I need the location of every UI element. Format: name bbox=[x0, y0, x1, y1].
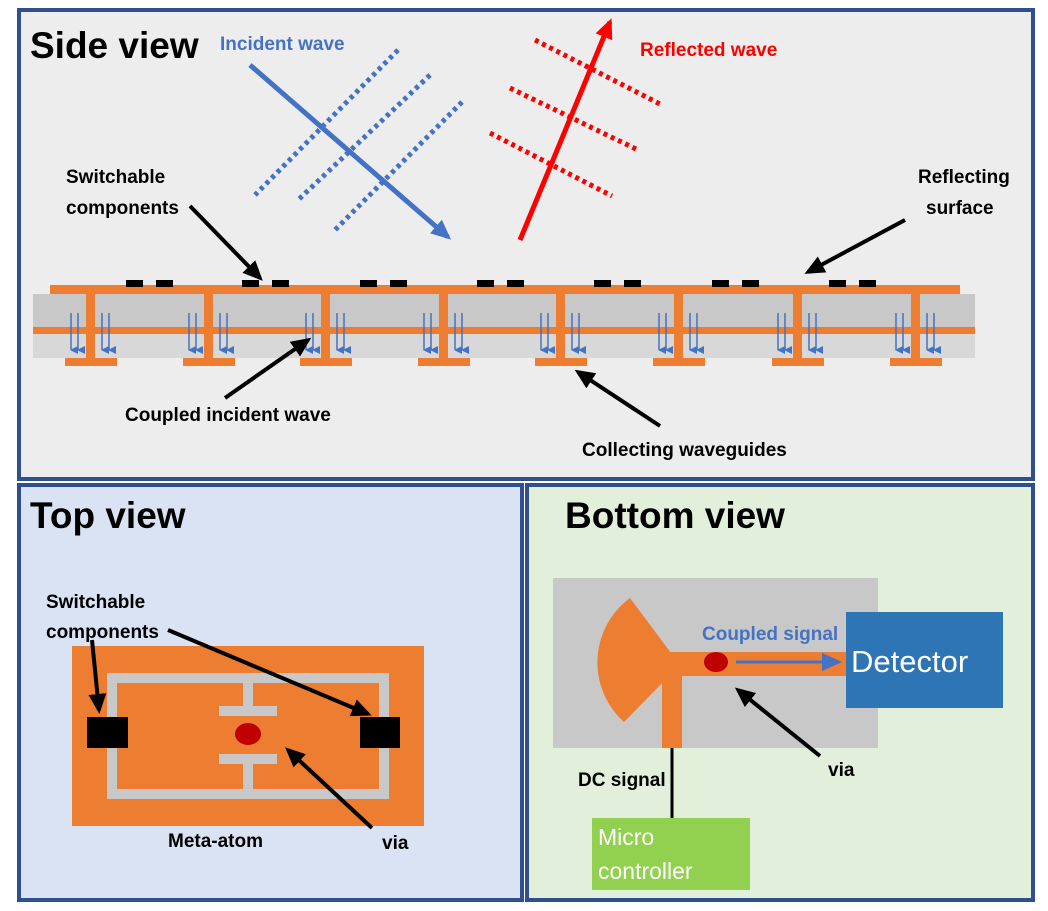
collecting-waveguide-pad bbox=[890, 358, 942, 366]
top-switchable-pointer-left bbox=[88, 639, 107, 714]
collecting-waveguides-pointer bbox=[574, 369, 662, 428]
switchable-component bbox=[360, 280, 377, 287]
micro-controller-box bbox=[592, 818, 750, 890]
detector-box bbox=[846, 612, 1003, 708]
incident-wavefront-3 bbox=[333, 100, 464, 232]
switchable-component bbox=[742, 280, 759, 287]
top-view-panel: Top view Switchable components Meta-atom… bbox=[17, 483, 524, 902]
meta-atom-cross-sections bbox=[65, 280, 942, 366]
switchable-component bbox=[126, 280, 143, 287]
meta-atom-bottom-stub-stem bbox=[243, 754, 253, 789]
reflected-wave-label: Reflected wave bbox=[640, 40, 777, 61]
reflecting-surface-layer bbox=[50, 285, 960, 294]
incident-wave-label: Incident wave bbox=[220, 34, 345, 55]
incident-wavefront-2 bbox=[296, 73, 432, 202]
collecting-line bbox=[670, 652, 850, 676]
coupled-signal-label: Coupled signal bbox=[702, 624, 838, 645]
bottom-view-title: Bottom view bbox=[565, 495, 785, 536]
top-view-title: Top view bbox=[30, 495, 186, 536]
dc-signal-label: DC signal bbox=[578, 770, 666, 791]
micro-controller-label-1: Micro bbox=[598, 824, 654, 850]
meta-atom-top-stub-stem bbox=[243, 683, 253, 716]
collecting-waveguide-pad bbox=[653, 358, 705, 366]
switchable-components-pointer bbox=[188, 204, 263, 281]
side-via bbox=[86, 290, 95, 358]
bottom-view-panel: Bottom view Coupled signal Detector DC s… bbox=[525, 483, 1035, 902]
side-via bbox=[674, 290, 683, 358]
bottom-via bbox=[704, 652, 728, 672]
incident-wavefront-1 bbox=[253, 48, 400, 197]
collecting-waveguide-pad bbox=[535, 358, 587, 366]
collecting-waveguide-pad bbox=[65, 358, 117, 366]
switchable-component bbox=[859, 280, 876, 287]
switchable-component-right bbox=[360, 717, 400, 748]
substrate-lower bbox=[33, 334, 975, 358]
reflecting-surface-label-2: surface bbox=[926, 198, 994, 219]
switchable-component bbox=[829, 280, 846, 287]
coupled-incident-pointer bbox=[223, 337, 312, 400]
collecting-waveguide-pad bbox=[183, 358, 235, 366]
side-via bbox=[793, 290, 802, 358]
reflecting-surface-label-1: Reflecting bbox=[918, 167, 1010, 188]
collecting-waveguide-pad bbox=[300, 358, 352, 366]
switchable-component bbox=[156, 280, 173, 287]
collecting-waveguide-pad bbox=[418, 358, 470, 366]
dc-feed-line bbox=[662, 664, 682, 748]
switchable-component bbox=[624, 280, 641, 287]
reflected-wave-arrow bbox=[517, 18, 613, 241]
switchable-components-label-1: Switchable bbox=[66, 167, 165, 188]
micro-controller-label-2: controller bbox=[598, 858, 693, 884]
side-via bbox=[911, 290, 920, 358]
side-via bbox=[556, 290, 565, 358]
switchable-component bbox=[390, 280, 407, 287]
detector-label: Detector bbox=[851, 644, 968, 679]
incident-wave-arrow bbox=[248, 63, 452, 240]
top-switchable-label-1: Switchable bbox=[46, 592, 145, 613]
switchable-component bbox=[507, 280, 524, 287]
switchable-component bbox=[272, 280, 289, 287]
side-via bbox=[321, 290, 330, 358]
side-view-frame bbox=[17, 8, 1035, 481]
reflecting-surface-pointer bbox=[804, 218, 906, 274]
switchable-component bbox=[477, 280, 494, 287]
coupled-incident-wave-label: Coupled incident wave bbox=[125, 405, 331, 426]
reflected-wavefront-3 bbox=[488, 130, 614, 199]
collecting-waveguides-label: Collecting waveguides bbox=[582, 440, 787, 461]
top-via-pointer bbox=[285, 747, 374, 830]
side-via bbox=[204, 290, 213, 358]
bottom-via-label: via bbox=[828, 760, 855, 781]
switchable-component bbox=[712, 280, 729, 287]
meta-atom-label: Meta-atom bbox=[168, 831, 263, 852]
top-via bbox=[235, 723, 261, 745]
top-switchable-pointer-right bbox=[167, 628, 372, 717]
collecting-waveguide-pad bbox=[772, 358, 824, 366]
top-switchable-label-2: components bbox=[46, 622, 159, 643]
switchable-component bbox=[594, 280, 611, 287]
top-via-label: via bbox=[382, 833, 409, 854]
middle-ground-layer bbox=[33, 327, 975, 334]
switchable-component bbox=[242, 280, 259, 287]
bottom-via-pointer bbox=[734, 687, 822, 758]
radial-stub bbox=[597, 598, 680, 722]
side-view-title: Side view bbox=[30, 25, 199, 66]
side-via bbox=[439, 290, 448, 358]
switchable-components-label-2: components bbox=[66, 198, 179, 219]
side-view-panel: Side view Incident wave Reflected wave S… bbox=[17, 8, 1035, 481]
switchable-component-left bbox=[87, 717, 128, 748]
